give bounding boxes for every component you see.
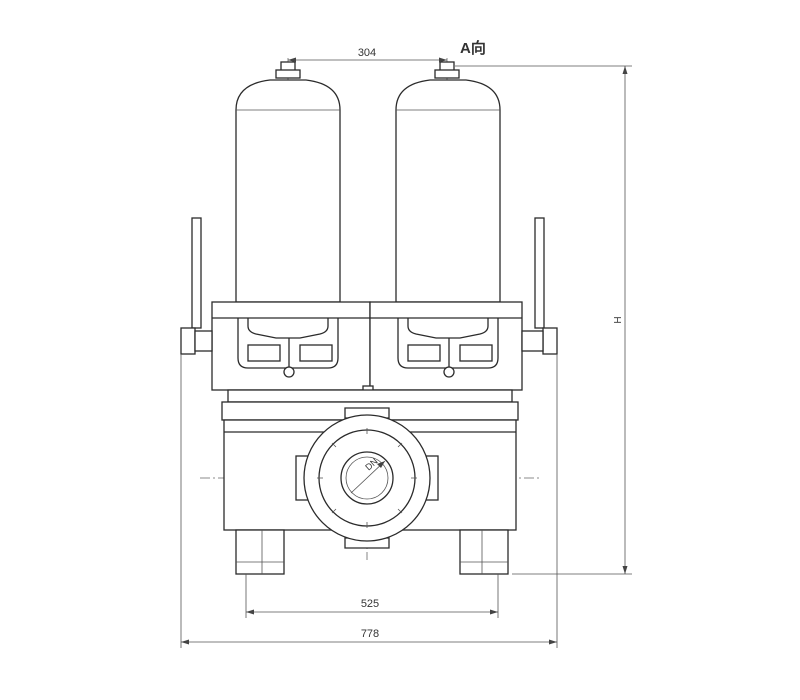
view-label: A向 <box>460 39 486 57</box>
dimension-525: 525 <box>245 574 499 618</box>
left-filter-housing <box>235 61 341 303</box>
dimension-height-label: H <box>613 316 624 323</box>
dimension-525-label: 525 <box>361 598 379 610</box>
left-lever <box>180 217 213 355</box>
manifold-head <box>211 301 523 395</box>
right-lever <box>521 217 558 355</box>
dimension-778-label: 778 <box>361 628 379 640</box>
right-filter-housing <box>395 61 501 303</box>
dimension-304: 304 <box>288 47 447 63</box>
dimension-778: 778 <box>180 354 558 648</box>
inlet-flange: DN <box>295 407 439 549</box>
dimension-304-label: 304 <box>358 47 376 59</box>
dimension-height: H <box>455 65 632 575</box>
